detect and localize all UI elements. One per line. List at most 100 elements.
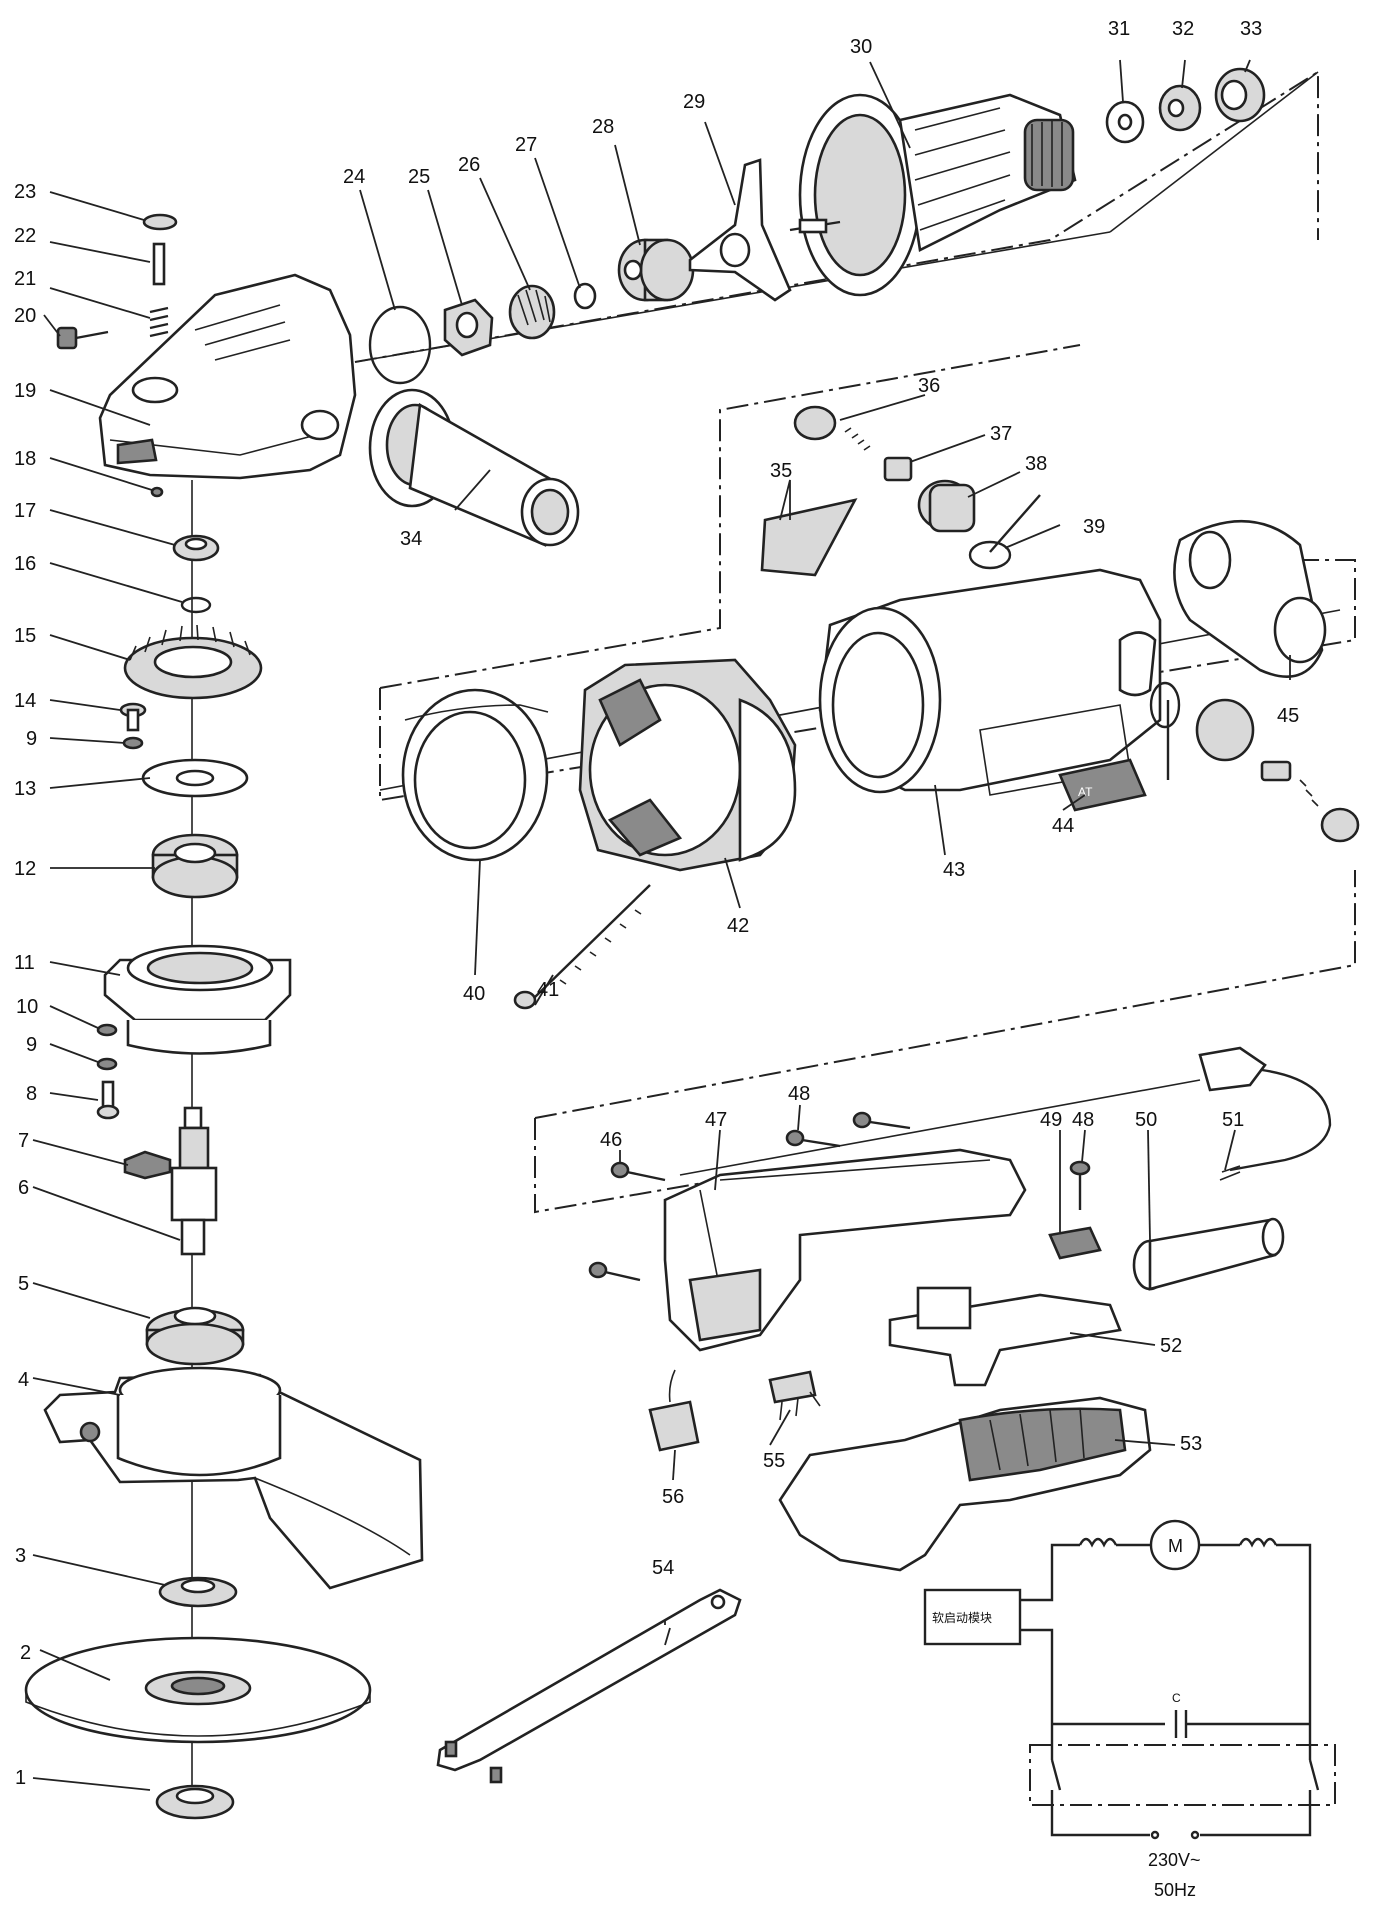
capacitor-label: C (1172, 1691, 1181, 1705)
label-part-3: 3 (15, 1545, 26, 1567)
part-13-plate (141, 758, 249, 798)
label-part-18: 18 (14, 448, 36, 470)
part-8-screw (96, 1080, 120, 1120)
label-part-21: 21 (14, 268, 36, 290)
label-part-17: 17 (14, 500, 36, 522)
label-part-52: 52 (1160, 1335, 1182, 1357)
label-part-14: 14 (14, 690, 36, 712)
part-14-screw (119, 702, 147, 732)
label-part-49: 49 (1040, 1109, 1062, 1131)
part-11-flange (103, 944, 292, 1055)
part-41-screw (513, 884, 651, 1010)
label-part-44: 44 (1052, 815, 1074, 837)
part-51-power-cord (1198, 1046, 1332, 1181)
part-48-screw-a (785, 1129, 841, 1148)
label-part-5: 5 (18, 1273, 29, 1295)
part-motor-right-brush-assembly (1149, 681, 1360, 843)
part-23-cap (142, 213, 178, 231)
leader-lines (32, 59, 1291, 1791)
part-32-bearing (1158, 84, 1202, 132)
label-part-8: 8 (26, 1083, 37, 1105)
label-part-37: 37 (990, 423, 1012, 445)
part-52-switch (888, 1286, 1122, 1387)
label-part-13: 13 (14, 778, 36, 800)
part-36-cap (793, 405, 837, 441)
part-56-module (648, 1369, 700, 1452)
label-part-40: 40 (463, 983, 485, 1005)
part-55-capacitor (768, 1370, 821, 1421)
part-15-bevel-gear (123, 624, 263, 700)
label-part-10: 10 (16, 996, 38, 1018)
label-part-15: 15 (14, 625, 36, 647)
label-part-22: 22 (14, 225, 36, 247)
label-part-42: 42 (727, 915, 749, 937)
part-29-fan (688, 158, 792, 302)
label-part-9-lower: 9 (26, 1034, 37, 1056)
part-3-washer (158, 1576, 238, 1608)
part-48-screw-c (1069, 1160, 1091, 1210)
badge-text: AT (1078, 785, 1093, 799)
label-part-29: 29 (683, 91, 705, 113)
part-18-pin (150, 486, 164, 498)
label-part-12: 12 (14, 858, 36, 880)
label-part-35: 35 (770, 460, 792, 482)
part-50-sleeve (1132, 1217, 1285, 1291)
label-part-53: 53 (1180, 1433, 1202, 1455)
assembly-outlines (354, 70, 1356, 1214)
frequency-label: 50Hz (1154, 1880, 1196, 1900)
label-part-54: 54 (652, 1557, 674, 1579)
part-6-spindle (170, 1106, 218, 1256)
part-38-brush-holder (917, 479, 976, 533)
part-5-inner-flange (145, 1306, 245, 1366)
part-17-bearing (172, 534, 220, 562)
part-34-side-handle (368, 388, 580, 547)
part-47-handle-housing (663, 1148, 1027, 1352)
part-number-labels: 1 2 3 4 5 6 7 8 9 10 11 12 13 9 14 15 16… (14, 18, 1299, 1789)
label-part-34: 34 (400, 528, 422, 550)
part-20-screw (56, 326, 109, 350)
part-27-washer (573, 282, 597, 310)
label-part-48-right: 48 (1072, 1109, 1094, 1131)
label-part-47: 47 (705, 1109, 727, 1131)
label-part-38: 38 (1025, 453, 1047, 475)
part-28-bearing (617, 238, 695, 302)
label-part-1: 1 (15, 1767, 26, 1789)
part-9-washer-upper (122, 736, 144, 750)
part-54-spanner (436, 1588, 742, 1784)
label-part-43: 43 (943, 859, 965, 881)
label-part-36: 36 (918, 375, 940, 397)
part-screw-lower (588, 1261, 641, 1282)
motor-label: M (1168, 1536, 1183, 1556)
part-10-washer (96, 1023, 118, 1037)
label-part-16: 16 (14, 553, 36, 575)
label-part-45: 45 (1277, 705, 1299, 727)
label-part-26: 26 (458, 154, 480, 176)
label-part-41: 41 (537, 979, 559, 1001)
part-53-rear-handle (778, 1396, 1152, 1572)
label-part-55: 55 (763, 1450, 785, 1472)
soft-start-module-box (923, 1588, 1022, 1646)
part-39-clip (968, 494, 1041, 570)
part-48-screw-b (852, 1111, 911, 1130)
part-31-washer (1105, 100, 1145, 144)
part-9-washer-lower (96, 1057, 118, 1071)
part-1-nut (155, 1784, 235, 1820)
part-46-screw (610, 1161, 666, 1182)
part-22-pin (152, 242, 166, 286)
label-part-51: 51 (1222, 1109, 1244, 1131)
label-part-19: 19 (14, 380, 36, 402)
voltage-label: 230V~ (1148, 1850, 1201, 1870)
label-part-2: 2 (20, 1642, 31, 1664)
capacitor-symbol (1052, 1710, 1310, 1738)
part-7-key (123, 1150, 172, 1180)
label-part-56: 56 (662, 1486, 684, 1508)
part-30-armature (789, 93, 1077, 297)
label-part-24: 24 (343, 166, 365, 188)
part-43-motor-housing (818, 568, 1162, 796)
part-35-label (760, 498, 858, 577)
label-part-28: 28 (592, 116, 614, 138)
part-16-circlip (180, 596, 212, 614)
part-45-cover-ring (1173, 519, 1327, 678)
soft-start-module-label: 软启动模块 (932, 1611, 992, 1625)
label-part-30: 30 (850, 36, 872, 58)
